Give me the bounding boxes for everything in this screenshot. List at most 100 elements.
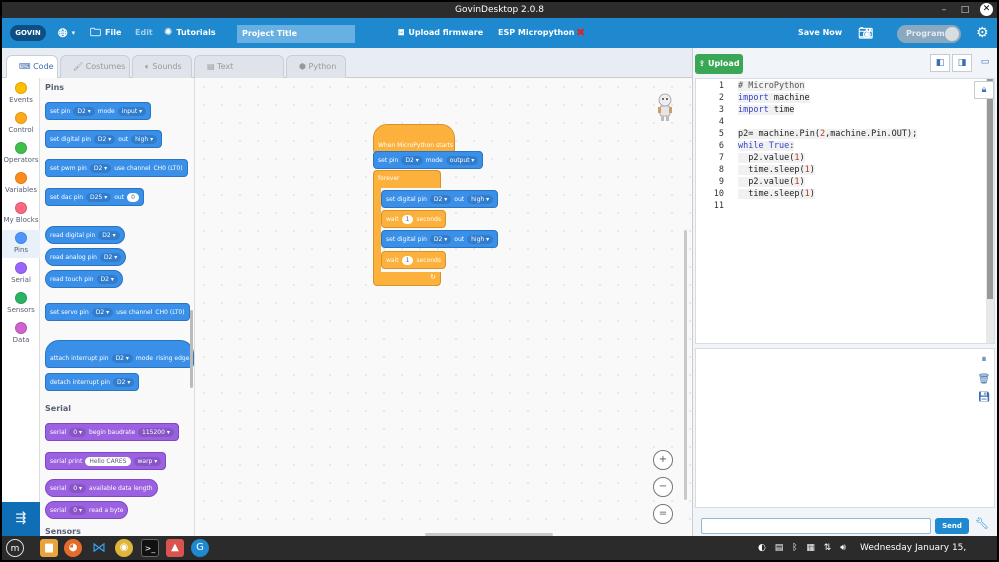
layout-split-right-button[interactable]: ◨	[952, 54, 972, 72]
bluetooth-icon[interactable]: ᛒ	[792, 543, 798, 553]
value-input[interactable]: 0	[127, 192, 139, 202]
category-operators[interactable]: Operators	[2, 142, 40, 164]
channel-dropdown[interactable]: CH0 (LT0)	[155, 308, 185, 316]
tab-sounds[interactable]: 🔈︎ Sounds	[132, 55, 192, 78]
pin-dropdown[interactable]: D25 ▾	[86, 192, 112, 202]
level-dropdown[interactable]: high ▾	[467, 194, 494, 204]
category-data[interactable]: Data	[2, 322, 40, 344]
pause-button[interactable]: ⏸︎	[975, 352, 993, 368]
layout-split-left-button[interactable]: ◧	[930, 54, 950, 72]
pin-dropdown[interactable]: D2 ▾	[113, 377, 135, 387]
editor-scroll-thumb[interactable]	[987, 79, 993, 299]
pin-dropdown[interactable]: D2 ▾	[91, 307, 114, 317]
connection-status-icon[interactable]: ✖	[576, 26, 586, 39]
edit-menu[interactable]: Edit	[135, 18, 153, 48]
pin-dropdown[interactable]: D2 ▾	[99, 252, 122, 262]
network-icon[interactable]: ⇅	[823, 543, 832, 553]
chrome-icon[interactable]: ◉	[115, 539, 133, 557]
category-events[interactable]: Events	[2, 82, 40, 104]
zoom-out-button[interactable]: −	[653, 477, 673, 497]
workspace-horizontal-scrollbar[interactable]	[425, 533, 553, 536]
language-button[interactable]: 🌐︎▾	[58, 18, 75, 48]
zoom-reset-button[interactable]: =	[653, 504, 673, 524]
upload-button[interactable]: ⇪ Upload	[695, 54, 743, 74]
pin-dropdown[interactable]: D2 ▾	[73, 106, 95, 116]
zoom-in-button[interactable]: +	[653, 450, 673, 470]
volume-icon[interactable]: 🔊︎	[840, 543, 846, 553]
text-input[interactable]: Hello CARES	[85, 456, 131, 466]
tab-code[interactable]: ⌨︎ Code	[6, 55, 58, 78]
upload-firmware-button[interactable]: ⧈ Upload firmware	[398, 18, 483, 48]
printer-icon[interactable]: ▦	[806, 543, 815, 553]
category-sensors[interactable]: Sensors	[2, 292, 40, 314]
level-dropdown[interactable]: high ▾	[467, 234, 494, 244]
send-button[interactable]: Send	[935, 518, 969, 534]
level-dropdown[interactable]: high ▾	[131, 134, 158, 144]
program-mode-toggle[interactable]: Program	[897, 25, 961, 43]
minimize-button[interactable]: –	[941, 5, 947, 15]
block-when-micropython-starts[interactable]: When MicroPython starts	[373, 124, 455, 154]
close-button[interactable]: ✕	[980, 3, 993, 16]
pin-dropdown[interactable]: D2 ▾	[401, 155, 423, 165]
pin-dropdown[interactable]: D2 ▾	[98, 230, 120, 240]
pin-dropdown[interactable]: D2 ▾	[429, 194, 452, 204]
pin-dropdown[interactable]: D2 ▾	[429, 234, 452, 244]
clear-terminal-button[interactable]: 🗑︎	[975, 372, 993, 388]
pin-dropdown[interactable]: D2 ▾	[93, 134, 116, 144]
category-my-blocks[interactable]: My Blocks	[2, 202, 40, 224]
layout-full-button[interactable]: ▭	[975, 54, 995, 72]
workspace-vertical-scrollbar[interactable]	[684, 230, 687, 500]
port-dropdown[interactable]: 0 ▾	[69, 427, 87, 437]
port-dropdown[interactable]: 0 ▾	[69, 505, 87, 515]
baudrate-dropdown[interactable]: 115200 ▾	[138, 427, 174, 437]
vscode-icon[interactable]: ⋈	[92, 540, 106, 556]
port-dropdown[interactable]: 0 ▾	[69, 483, 87, 493]
wrench-icon[interactable]: 🔧︎	[975, 517, 989, 530]
block-forever[interactable]: forever	[373, 170, 441, 188]
clipboard-icon[interactable]: ▤	[774, 543, 784, 553]
pin-dropdown[interactable]: D2 ▾	[96, 274, 118, 284]
category-variables[interactable]: Variables	[2, 172, 40, 194]
maximize-button[interactable]: □	[960, 5, 970, 15]
gear-icon[interactable]: ⚙	[976, 25, 989, 41]
mode-dropdown[interactable]: output ▾	[445, 155, 479, 165]
clock[interactable]: Wednesday January 15, 10:03:20	[860, 543, 967, 553]
tab-python[interactable]: ⬢ Python	[286, 55, 346, 78]
start-menu-icon[interactable]: m	[6, 539, 24, 557]
govin-app-icon[interactable]: G	[191, 539, 209, 557]
lock-button[interactable]: 🔒︎	[974, 81, 994, 99]
edge-dropdown[interactable]: rising edge	[155, 354, 190, 362]
project-title-input[interactable]: Project Title	[237, 25, 355, 43]
tab-costumes[interactable]: 🖌︎ Costumes	[60, 55, 130, 78]
category-pins[interactable]: Pins	[2, 230, 40, 258]
serial-terminal[interactable]	[695, 348, 995, 508]
file-menu[interactable]: 🗀 File	[90, 18, 121, 48]
editor-scrollbar[interactable]	[986, 79, 994, 343]
seconds-input[interactable]: 1	[401, 255, 414, 265]
palette-scrollbar[interactable]	[190, 310, 193, 388]
save-log-button[interactable]: 💾︎	[975, 390, 993, 406]
save-now-button[interactable]: Save Now	[798, 18, 842, 48]
category-serial[interactable]: Serial	[2, 262, 40, 284]
image-viewer-icon[interactable]: ▲	[166, 539, 184, 557]
category-control[interactable]: Control	[2, 112, 40, 134]
pin-dropdown[interactable]: D2 ▾	[89, 163, 112, 173]
camera-icon[interactable]: 📷︎	[858, 26, 874, 40]
